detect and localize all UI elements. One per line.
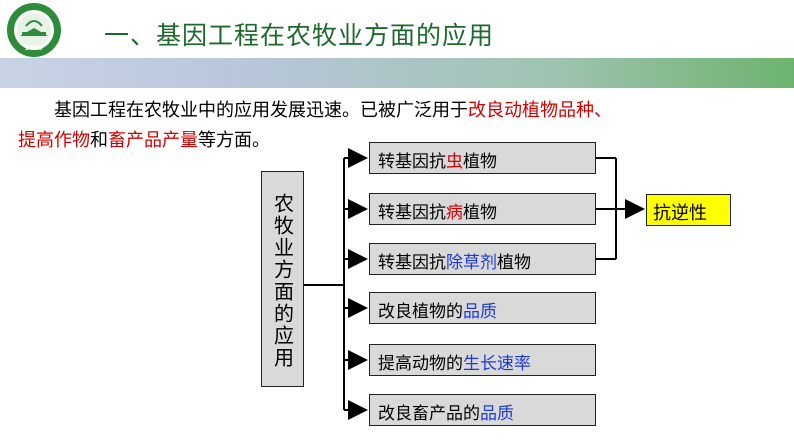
branch-node-plant-quality: 改良植物的品质 — [369, 292, 596, 324]
intro-text-2: 和 — [90, 130, 108, 151]
branch-prefix: 转基因抗 — [378, 253, 446, 273]
svg-text:2019: 2019 — [25, 44, 43, 52]
page-title: 一、基因工程在农牧业方面的应用 — [104, 21, 495, 50]
school-logo-icon: 2019 — [7, 3, 61, 57]
branch-highlight: 品质 — [463, 302, 497, 322]
branch-suffix: 植物 — [463, 152, 497, 172]
intro-text-1: 基因工程在农牧业中的应用发展迅速。已被广泛用于 — [54, 100, 468, 121]
branch-highlight: 除草剂 — [446, 253, 497, 273]
branch-prefix: 提高动物的 — [378, 354, 463, 374]
intro-text-3: 等方面。 — [198, 130, 270, 151]
branch-node-insect: 转基因抗虫植物 — [369, 142, 596, 174]
branch-suffix: 植物 — [497, 253, 531, 273]
intro-highlight-2: 提高作物 — [18, 130, 90, 151]
branch-node-growth-rate: 提高动物的生长速率 — [369, 344, 596, 376]
intro-highlight-1: 改良动植物品种、 — [468, 100, 612, 121]
title-bar — [0, 58, 794, 88]
branch-prefix: 转基因抗 — [378, 152, 446, 172]
branch-node-disease: 转基因抗病植物 — [369, 193, 596, 225]
intro-highlight-3: 畜产品产量 — [108, 130, 198, 151]
branch-node-herbicide: 转基因抗除草剂植物 — [369, 243, 596, 275]
branch-prefix: 改良畜产品的 — [378, 404, 480, 424]
result-node-resistance: 抗逆性 — [646, 194, 731, 226]
intro-paragraph: 基因工程在农牧业中的应用发展迅速。已被广泛用于改良动植物品种、 提高作物和畜产品… — [18, 96, 788, 156]
branch-highlight: 虫 — [446, 152, 463, 172]
branch-node-livestock-quality: 改良畜产品的品质 — [369, 394, 596, 426]
branch-prefix: 改良植物的 — [378, 302, 463, 322]
branch-prefix: 转基因抗 — [378, 203, 446, 223]
header: 2019 一、基因工程在农牧业方面的应用 — [0, 0, 794, 62]
root-node: 农牧业方面的应用 — [261, 171, 304, 387]
branch-highlight: 品质 — [480, 404, 514, 424]
branch-highlight: 病 — [446, 203, 463, 223]
branch-suffix: 植物 — [463, 203, 497, 223]
branch-highlight: 生长速率 — [463, 354, 531, 374]
